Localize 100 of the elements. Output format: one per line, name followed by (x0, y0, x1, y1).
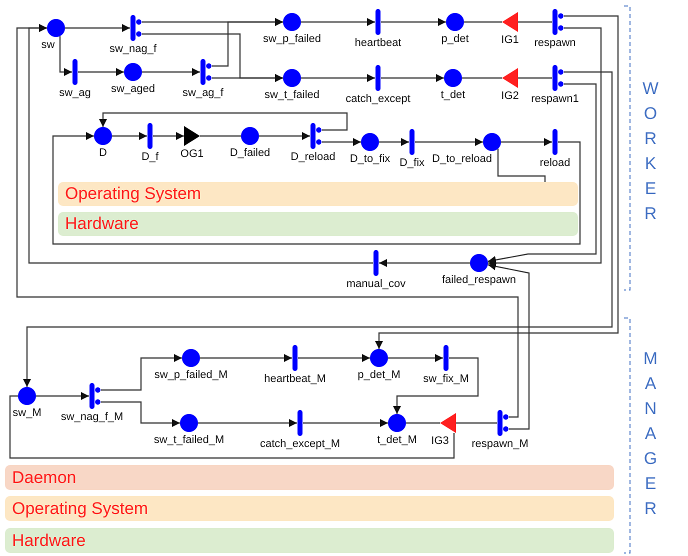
node-label: manual_cov (346, 278, 406, 290)
transition-bar (147, 123, 153, 149)
node-label: sw_p_failed_M (154, 369, 228, 381)
transition-bar (310, 123, 322, 149)
transition-bar (200, 59, 212, 85)
transition-bar (72, 59, 78, 85)
arc-arrow (501, 138, 552, 146)
arc-arrow (488, 27, 602, 267)
arc-arrow (388, 354, 443, 362)
transition-bar (89, 383, 101, 409)
node-label: sw_ag_f (182, 87, 224, 99)
transition-bar (375, 9, 381, 35)
arc-arrow (381, 74, 444, 82)
section-label: MANAGER (642, 348, 659, 520)
arc-arrow (78, 68, 124, 76)
place-node (388, 414, 406, 432)
arc-arrow (59, 36, 72, 76)
arc-arrow (101, 354, 182, 391)
place-node (47, 19, 65, 37)
transition-bar (409, 129, 415, 155)
node-label: respawn_M (472, 438, 528, 450)
arc-arrow (259, 132, 310, 140)
node-label: catch_except_M (260, 438, 340, 450)
arc-arrow (393, 357, 479, 414)
node-label: respawn (534, 37, 576, 49)
arc-arrow (488, 262, 530, 430)
arc-arrow (379, 138, 409, 146)
transition-bar (497, 410, 509, 436)
node-label: IG2 (501, 90, 519, 102)
node-label: IG3 (431, 435, 449, 447)
arc-arrow (303, 419, 388, 427)
node-label: D_to_reload (432, 153, 492, 165)
node-label: OG1 (180, 148, 204, 160)
node-label: catch_except (346, 93, 410, 105)
arc-arrow (23, 71, 613, 387)
layer-band: Daemon (5, 465, 614, 490)
node-label: t_det (440, 89, 466, 101)
arc-arrow (212, 74, 283, 82)
arc-arrow (198, 419, 297, 427)
transition-bar (297, 410, 303, 436)
place-node (370, 349, 388, 367)
node-label: sw_t_failed_M (154, 434, 224, 446)
arc-line (456, 422, 497, 424)
arc-arrow (16, 24, 519, 418)
arc-arrow (381, 18, 446, 26)
transition-bar (443, 345, 449, 371)
arc-arrow (101, 401, 180, 427)
arc-line (497, 148, 546, 182)
gate-triangle (502, 68, 518, 88)
section-label: WORKER (642, 78, 659, 225)
node-label: failed_respawn (442, 274, 516, 286)
transition-bar (375, 65, 381, 91)
layer-band: Operating System (58, 182, 578, 206)
node-label: sw_t_failed (264, 89, 320, 101)
gate-triangle (184, 126, 200, 146)
node-label: sw_nag_f_M (60, 411, 124, 423)
node-label: D (99, 147, 107, 159)
transition-bar (552, 9, 564, 35)
arc-arrow (200, 354, 292, 362)
place-node (180, 414, 198, 432)
arc-arrow (212, 18, 283, 67)
node-label: p_det (441, 33, 469, 45)
node-label: heartbeat_M (264, 373, 326, 385)
arc-line (464, 21, 502, 23)
arc-arrow (322, 138, 361, 146)
arc-arrow (379, 259, 470, 267)
node-label: heartbeat (354, 37, 402, 49)
arc-arrow (298, 354, 370, 362)
arc-arrow (301, 18, 375, 26)
node-label: IG1 (501, 34, 519, 46)
node-label: D_f (141, 151, 159, 163)
arc-arrow (99, 112, 348, 131)
arc-arrow (488, 83, 597, 264)
arc-arrow (415, 138, 483, 146)
node-label: respawn1 (531, 93, 579, 105)
arc-line (518, 77, 552, 79)
node-label: sw_nag_f (109, 43, 157, 55)
place-node (241, 127, 259, 145)
arc-line (518, 21, 552, 23)
node-label: D_fix (399, 157, 425, 169)
arc-arrow (112, 132, 147, 140)
gate-triangle (502, 12, 518, 32)
arc-arrow (36, 392, 89, 400)
layer-band: Operating System (5, 496, 614, 521)
arc-line (200, 135, 241, 137)
arc-arrow (375, 15, 619, 349)
place-node (283, 69, 301, 87)
transition-bar (130, 15, 142, 41)
arc-arrow (301, 74, 375, 82)
transition-bar (292, 345, 298, 371)
arc-line (9, 395, 455, 459)
node-label: sw (41, 39, 55, 51)
node-label: D_to_fix (350, 153, 390, 165)
node-label: sw_fix_M (423, 373, 469, 385)
arc-line (462, 77, 502, 79)
arc-arrow (65, 24, 130, 32)
arc-arrow (142, 68, 200, 76)
node-label: p_det_M (358, 369, 400, 381)
gate-triangle (440, 413, 456, 433)
node-label: sw_ag (59, 87, 91, 99)
